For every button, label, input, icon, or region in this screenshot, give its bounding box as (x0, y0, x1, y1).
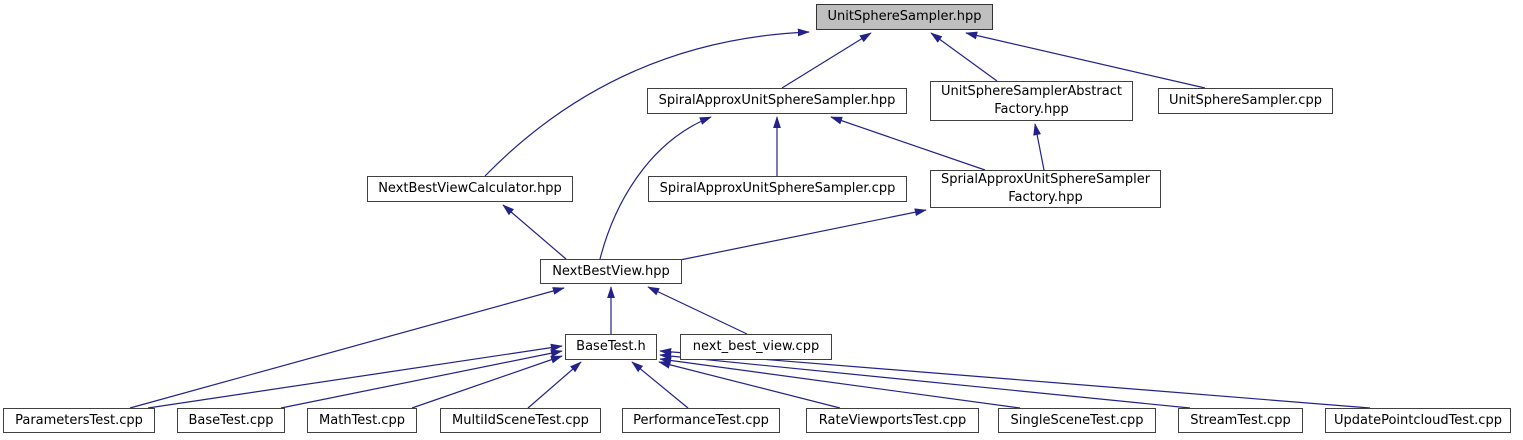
include-edge-next-best-view-calculator-hpp-to-unit-sphere-sampler-hpp (484, 28, 810, 177)
graph-node-unit-sphere-sampler-hpp[interactable]: UnitSphereSampler.hpp (816, 4, 993, 30)
graph-node-parameters-test-cpp[interactable]: ParametersTest.cpp (3, 408, 155, 433)
include-edge-math-test-cpp-to-base-test-h (411, 355, 563, 409)
include-edge-spiral-approx-sampler-hpp-to-unit-sphere-sampler-hpp (781, 32, 872, 89)
graph-node-spiral-approx-sampler-cpp[interactable]: SpiralApproxUnitSphereSampler.cpp (648, 176, 907, 202)
include-edge-sprial-approx-factory-hpp-to-spiral-approx-sampler-hpp (830, 116, 986, 171)
graph-node-update-pointcloud-test-cpp[interactable]: UpdatePointcloudTest.cpp (1325, 408, 1511, 433)
graph-node-base-test-h[interactable]: BaseTest.h (565, 334, 657, 360)
include-edge-next-best-view-hpp-to-spiral-approx-sampler-hpp (599, 116, 712, 260)
include-edge-update-pointcloud-test-cpp-to-base-test-h (659, 347, 1371, 409)
include-edge-next-best-view-hpp-to-next-best-view-calculator-hpp (502, 204, 567, 260)
include-edge-sprial-approx-factory-hpp-to-sampler-abstract-factory-hpp (1033, 123, 1045, 171)
graph-node-stream-test-cpp[interactable]: StreamTest.cpp (1178, 408, 1303, 433)
graph-node-rate-viewports-test-cpp[interactable]: RateViewportsTest.cpp (806, 408, 979, 433)
include-edge-base-test-cpp-to-base-test-h (280, 349, 563, 409)
graph-node-next-best-view-cpp[interactable]: next_best_view.cpp (680, 334, 832, 360)
graph-node-base-test-cpp[interactable]: BaseTest.cpp (177, 408, 285, 433)
graph-node-performance-test-cpp[interactable]: PerformanceTest.cpp (622, 408, 780, 433)
include-edge-sampler-abstract-factory-hpp-to-unit-sphere-sampler-hpp (930, 32, 998, 82)
include-edge-next-best-view-cpp-to-next-best-view-hpp (647, 286, 748, 335)
graph-node-single-scene-test-cpp[interactable]: SingleSceneTest.cpp (998, 408, 1156, 433)
include-edge-next-best-view-hpp-to-sprial-approx-factory-hpp (679, 208, 927, 261)
graph-node-math-test-cpp[interactable]: MathTest.cpp (307, 408, 417, 433)
include-edge-performance-test-cpp-to-base-test-h (631, 361, 689, 409)
include-edge-parameters-test-cpp-to-next-best-view-hpp (129, 287, 565, 409)
include-edge-unit-sphere-sampler-cpp-to-unit-sphere-sampler-hpp (965, 31, 1206, 89)
include-edge-stream-test-cpp-to-base-test-h (659, 352, 1191, 409)
graph-node-sprial-approx-factory-hpp[interactable]: SprialApproxUnitSphereSampler Factory.hp… (930, 170, 1161, 208)
graph-node-unit-sphere-sampler-cpp[interactable]: UnitSphereSampler.cpp (1158, 88, 1333, 114)
include-edge-multi-id-scene-test-cpp-to-base-test-h (527, 361, 582, 409)
graph-node-next-best-view-calculator-hpp[interactable]: NextBestViewCalculator.hpp (367, 176, 573, 202)
include-edge-parameters-test-cpp-to-base-test-h (147, 343, 563, 409)
include-edge-single-scene-test-cpp-to-base-test-h (659, 356, 1021, 409)
graph-node-next-best-view-hpp[interactable]: NextBestView.hpp (540, 259, 682, 284)
graph-node-sampler-abstract-factory-hpp[interactable]: UnitSphereSamplerAbstract Factory.hpp (930, 81, 1133, 121)
graph-node-spiral-approx-sampler-hpp[interactable]: SpiralApproxUnitSphereSampler.hpp (647, 88, 907, 114)
include-edge-rate-viewports-test-cpp-to-base-test-h (658, 360, 841, 409)
graph-node-multi-id-scene-test-cpp[interactable]: MultiIdSceneTest.cpp (440, 408, 601, 433)
